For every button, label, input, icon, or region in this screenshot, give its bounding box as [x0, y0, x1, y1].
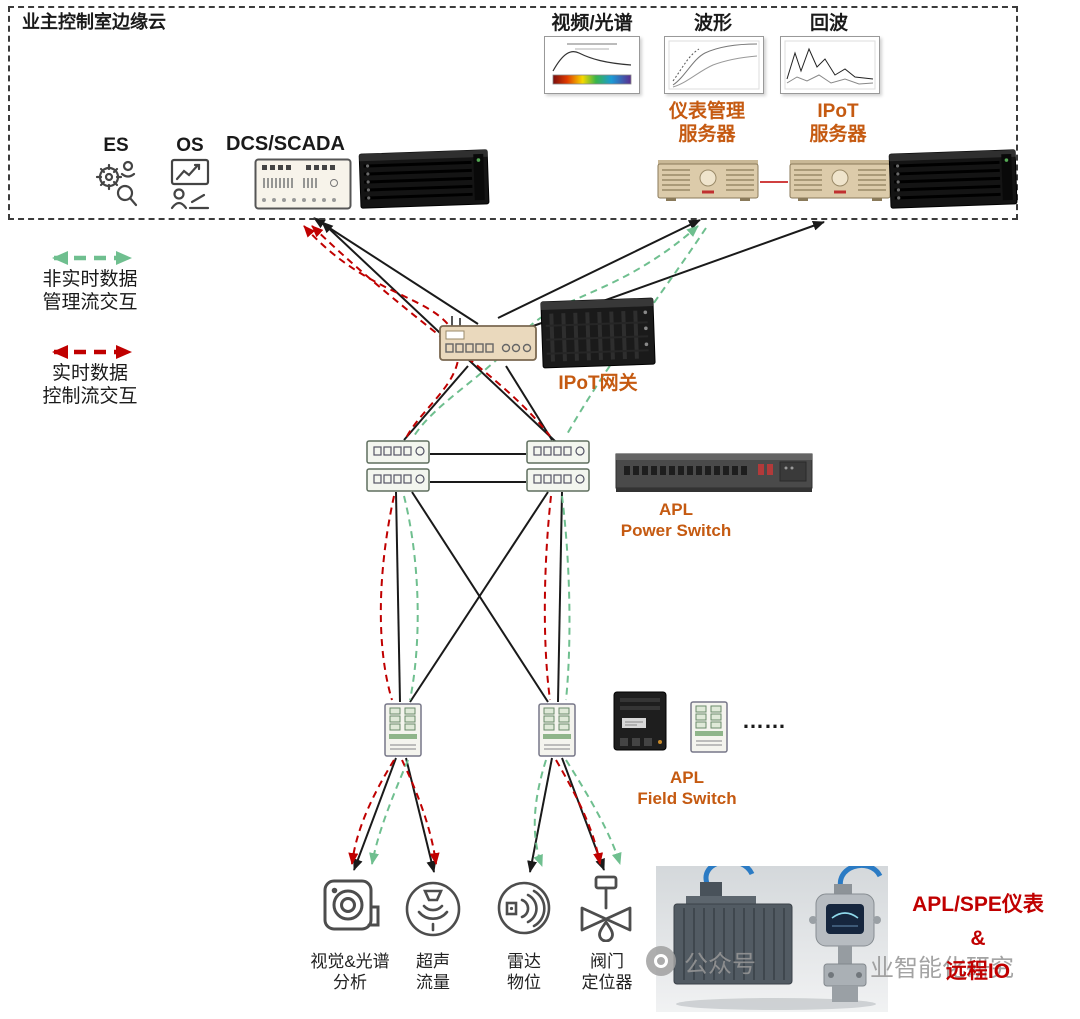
radar-level-icon: [496, 880, 552, 936]
more-devices-ellipsis: ……: [742, 708, 786, 733]
ipot-gateway-device: [438, 314, 538, 366]
ipot-gateway-label: IPoT网关: [558, 373, 638, 394]
vision-spectrum-camera-icon: [320, 874, 382, 940]
edge-cloud-label: 业主控制室边缘云: [22, 12, 166, 32]
watermark-prefix: 公众号: [684, 951, 756, 978]
server-rack-right: [888, 144, 1018, 210]
waveform-chart: [664, 36, 764, 94]
os-label: OS: [176, 135, 204, 156]
ipot-server-device: [788, 154, 892, 206]
field-switch-right: [538, 702, 576, 758]
apl-spe-instruments-photo: [656, 866, 888, 1012]
echo-chart: [780, 36, 880, 94]
watermark-logo-icon: [646, 946, 676, 976]
ultrasonic-flow-label: 超声 流量: [416, 952, 450, 992]
video-spectrum-chart: [544, 36, 640, 94]
power-switch-stack-left: [366, 440, 430, 492]
server-rack-left: [358, 144, 490, 210]
ultrasonic-flow-icon: [404, 880, 462, 938]
apl-power-switch-device: [614, 446, 814, 496]
legend-realtime-label: 实时数据 控制流交互: [42, 363, 138, 408]
inst-mgmt-server-label: 仪表管理 服务器: [668, 101, 745, 146]
ipot-server-label: IPoT 服务器: [809, 101, 867, 146]
apl-power-switch-label: APL Power Switch: [620, 500, 732, 540]
power-switch-stack-right: [526, 440, 590, 492]
thumbnail-video-spectrum-label: 视频/光谱: [551, 13, 633, 34]
field-switch-black-device: [612, 688, 668, 754]
os-icon: [166, 156, 214, 210]
apl-field-switch-label: APL Field Switch: [637, 768, 737, 808]
legend-nonrealtime-label: 非实时数据 管理流交互: [42, 269, 138, 314]
radar-level-label: 雷达 物位: [507, 952, 541, 992]
thumbnail-waveform-label: 波形: [693, 13, 732, 34]
vision-spectrum-label: 视觉&光谱 分析: [310, 952, 390, 992]
gateway-tower-server: [540, 296, 656, 370]
valve-positioner-label: 阀门 定位器: [581, 952, 633, 992]
apl-spe-caption: APL/SPE仪表 & 远程IO: [912, 893, 1044, 984]
inst-mgmt-server-device: [656, 154, 760, 206]
edge-cloud-boundary: [8, 6, 1018, 220]
valve-positioner-icon: [574, 872, 640, 942]
field-switch-left: [384, 702, 422, 758]
field-switch-extra: [690, 700, 728, 754]
es-icon: [92, 156, 138, 210]
thumbnail-echo-label: 回波: [809, 13, 848, 34]
dcs-controller-device: [254, 158, 352, 210]
dcs-scada-label: DCS/SCADA: [226, 133, 345, 155]
es-label: ES: [103, 135, 129, 156]
watermark-suffix: 业智能化研究: [870, 955, 1014, 982]
